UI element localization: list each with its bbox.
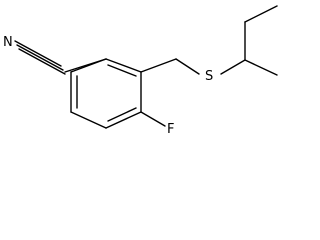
fluorine-label: F — [167, 122, 174, 137]
ring-bond-1 — [105, 58, 142, 73]
nitrile-bond-2 — [16, 44, 64, 71]
nitrile-bond-3 — [18, 48, 66, 75]
ch-methyl-bond — [244, 59, 278, 76]
ch2-ch3-bond — [244, 5, 278, 23]
ring-inner-bond-2 — [107, 107, 137, 122]
ring-bond-6 — [70, 58, 107, 73]
nitrile-bond-1 — [14, 40, 62, 67]
ring-ch2-bond — [140, 58, 177, 73]
molecule-diagram: N S F — [3, 5, 278, 137]
ring-bond-4 — [70, 111, 107, 129]
ring-bond-3 — [105, 111, 142, 129]
nitrogen-label: N — [3, 35, 13, 50]
ring-inner-bond-1 — [107, 64, 137, 77]
ring-fluorine-bond — [140, 111, 166, 127]
sulfur-ch-bond — [220, 59, 246, 75]
structure-svg: N S F — [3, 5, 278, 137]
sulfur-label: S — [205, 69, 213, 84]
ch2-sulfur-bond — [175, 58, 200, 75]
